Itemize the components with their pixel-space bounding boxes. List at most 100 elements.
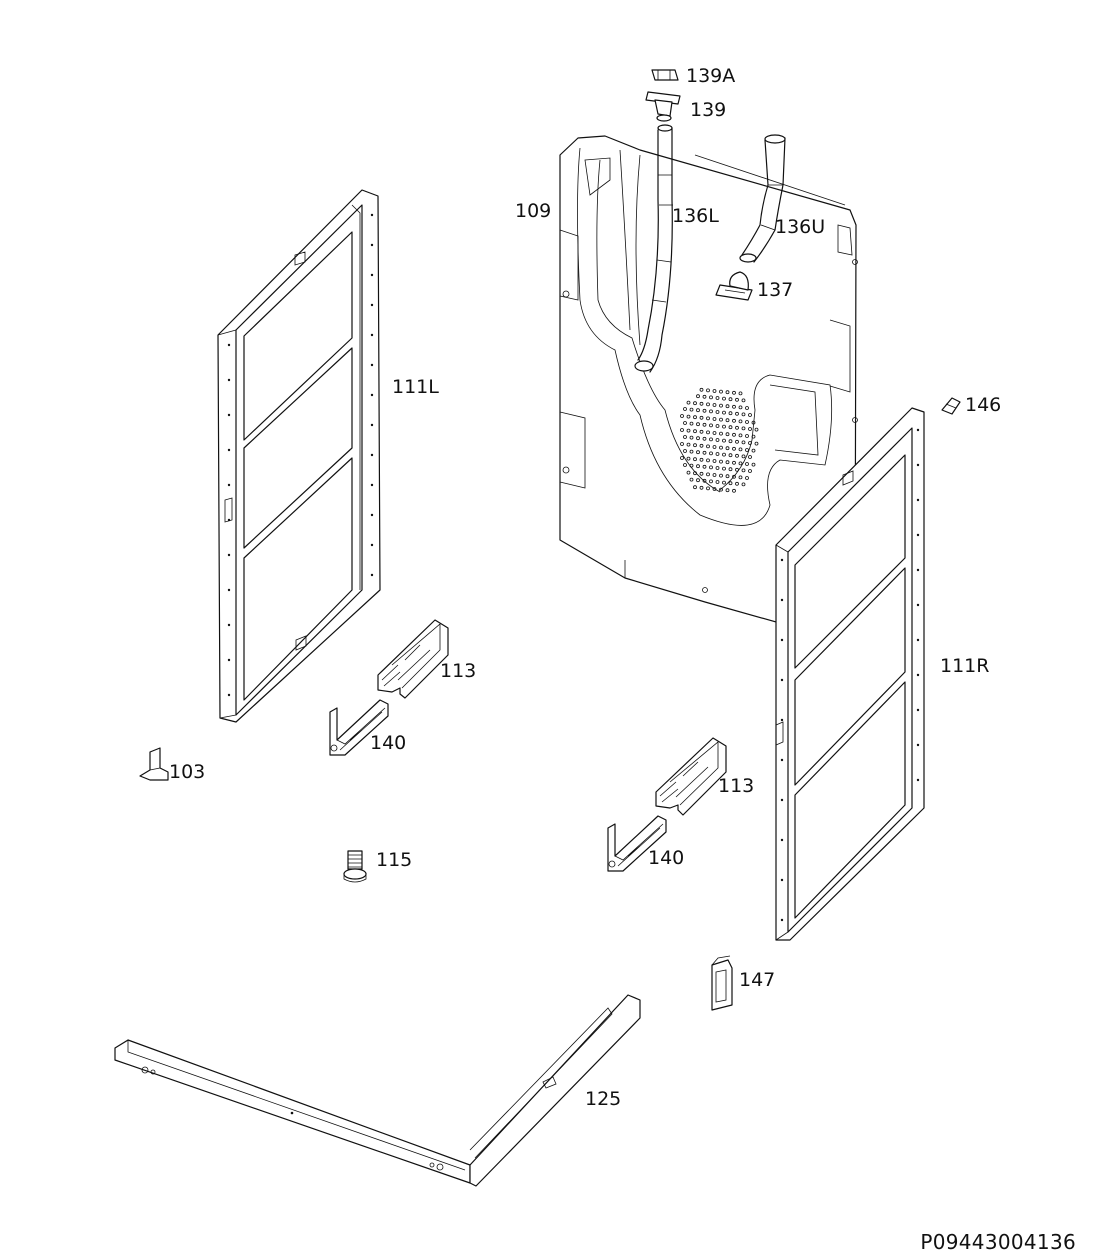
perforation-hole xyxy=(709,437,713,442)
perforation-hole xyxy=(735,397,739,402)
perforation-hole xyxy=(696,394,700,399)
edge-hole xyxy=(370,573,374,577)
edge-hole xyxy=(780,718,784,722)
perforation-hole xyxy=(706,486,710,491)
part-labels: 139A 139 109 136L 136U 137 111L 146 113 … xyxy=(169,65,1001,1110)
part-136U-hose[interactable] xyxy=(739,134,786,263)
label-111R: 111R xyxy=(940,655,989,677)
edge-hole xyxy=(227,483,231,487)
perforation-hole xyxy=(712,487,717,491)
edge-hole xyxy=(370,363,374,367)
perforation-hole xyxy=(706,416,710,421)
perforation-hole xyxy=(722,410,726,415)
perforation-hole xyxy=(751,420,756,425)
perforation-hole xyxy=(728,439,733,444)
perforation-hole xyxy=(725,446,730,451)
perforation-hole xyxy=(748,413,752,417)
part-125-plinth-frame[interactable] xyxy=(114,994,641,1187)
perforation-hole xyxy=(751,462,756,467)
edge-hole xyxy=(370,513,374,517)
perforation-hole xyxy=(715,452,720,456)
perforation-hole xyxy=(741,440,746,445)
perforation-hole xyxy=(741,398,746,403)
edge-hole xyxy=(370,423,374,427)
part-115-adjustable-foot[interactable] xyxy=(343,850,367,883)
edge-hole xyxy=(916,428,920,432)
edge-hole xyxy=(227,413,231,417)
edge-hole xyxy=(916,778,920,782)
perforation-hole xyxy=(686,428,691,433)
label-147: 147 xyxy=(739,969,775,991)
perforation-hole xyxy=(699,457,704,462)
perforation-hole xyxy=(709,423,713,428)
part-146-clip[interactable] xyxy=(941,397,961,415)
label-139: 139 xyxy=(690,99,726,121)
label-113-upper: 113 xyxy=(440,660,476,682)
perforation-hole xyxy=(689,449,694,454)
perforation-hole xyxy=(719,487,723,492)
perforation-hole xyxy=(702,422,707,427)
perforation-hole xyxy=(725,474,730,479)
perforation-hole xyxy=(709,409,713,414)
document-id: P09443004136 xyxy=(920,1230,1076,1254)
perforation-hole xyxy=(702,394,707,399)
part-113-hinge-bracket-lower[interactable] xyxy=(655,737,727,816)
perforation-hole xyxy=(693,485,697,490)
part-137-vent-fitting[interactable] xyxy=(715,271,753,301)
perforation-hole xyxy=(745,462,749,466)
edge-hole xyxy=(227,448,231,452)
perforation-hole xyxy=(712,445,717,449)
perforation-hole xyxy=(728,425,733,430)
perforation-hole xyxy=(738,419,743,424)
perforation-hole xyxy=(725,488,730,493)
perforation-hole xyxy=(699,471,704,476)
perforation-hole xyxy=(745,406,749,410)
perforation-hole xyxy=(719,389,723,394)
label-140-upper: 140 xyxy=(370,732,406,754)
perforation-hole xyxy=(683,421,687,425)
edge-hole xyxy=(370,393,374,397)
perforation-hole xyxy=(741,468,746,473)
label-136L: 136L xyxy=(672,205,719,227)
part-103-bracket[interactable] xyxy=(139,747,169,781)
edge-hole xyxy=(370,273,374,277)
label-109: 109 xyxy=(515,200,551,222)
edge-hole xyxy=(227,588,231,592)
edge-hole xyxy=(780,638,784,642)
edge-hole xyxy=(780,758,784,762)
part-140-hinge-upper[interactable] xyxy=(329,699,389,756)
perforation-hole xyxy=(725,432,730,437)
part-140-hinge-lower[interactable] xyxy=(607,815,667,872)
perforation-hole xyxy=(722,438,726,443)
perforation-hole xyxy=(693,471,697,476)
perforation-hole xyxy=(741,482,746,487)
perforation-hole xyxy=(689,477,694,482)
edge-hole xyxy=(780,798,784,802)
edge-hole xyxy=(916,743,920,747)
perforation-hole xyxy=(702,436,707,441)
perforation-hole xyxy=(689,463,694,468)
perforation-hole xyxy=(751,434,756,439)
edge-hole xyxy=(370,333,374,337)
perforation-hole xyxy=(745,420,749,424)
part-111R-side-panel[interactable] xyxy=(775,407,925,941)
edge-hole xyxy=(780,598,784,602)
edge-hole xyxy=(916,708,920,712)
perforation-hole xyxy=(719,473,723,478)
part-111L-side-panel[interactable] xyxy=(217,189,381,723)
part-113-hinge-bracket-upper[interactable] xyxy=(377,619,449,699)
perforation-hole xyxy=(735,425,739,430)
part-147-bracket[interactable] xyxy=(711,955,733,1011)
edge-hole xyxy=(370,303,374,307)
part-109-back-panel[interactable] xyxy=(559,135,858,641)
perforation-hole xyxy=(728,411,733,416)
edge-hole xyxy=(916,638,920,642)
perforation-hole xyxy=(715,410,720,414)
perforation-hole xyxy=(712,473,717,477)
part-139-connector[interactable] xyxy=(645,91,681,122)
perforation-hole xyxy=(683,463,687,467)
part-139A-clip[interactable] xyxy=(651,69,679,81)
perforation-hole xyxy=(702,408,707,413)
part-136L-hose[interactable] xyxy=(634,124,673,373)
perforation-hole xyxy=(706,388,710,393)
